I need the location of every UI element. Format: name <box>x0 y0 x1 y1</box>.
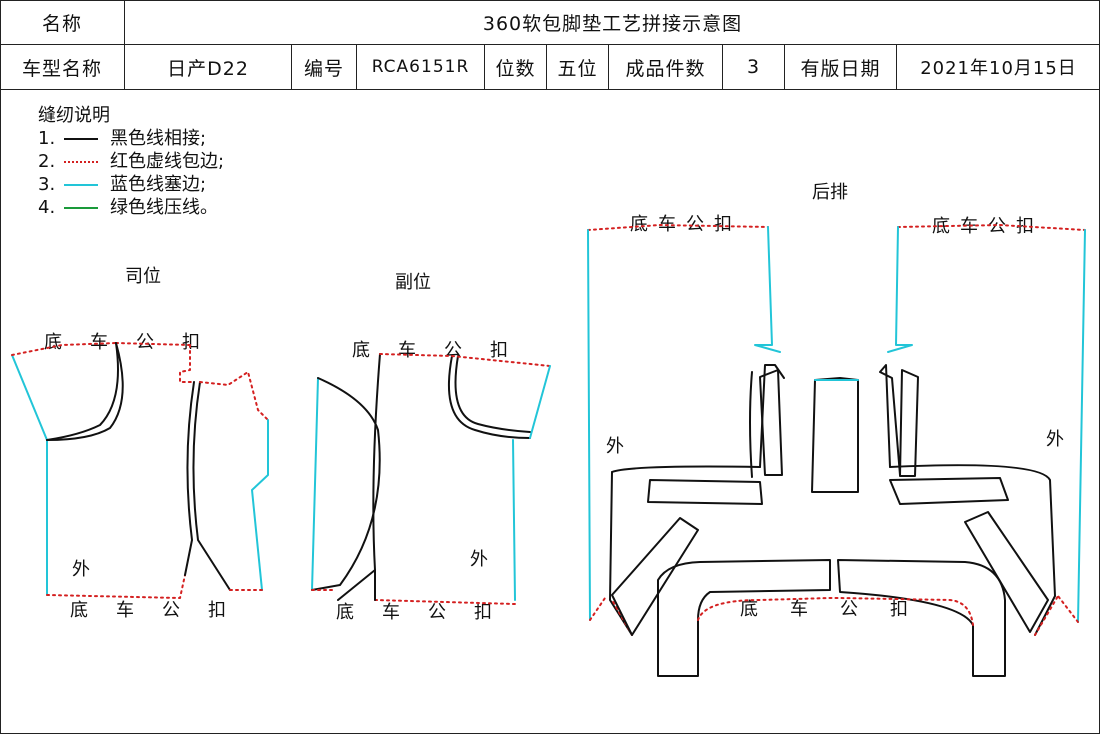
label-bottom-buckle: 底车公扣 <box>740 599 940 620</box>
header-seats-value: 五位 <box>547 45 609 90</box>
header-model-value: 日产D22 <box>125 45 292 90</box>
legend-num: 4. <box>38 197 56 218</box>
section-title-driver: 司位 <box>125 266 161 287</box>
green-line-swatch <box>64 206 98 209</box>
label-outside: 外 <box>1046 429 1064 450</box>
legend-text: 绿色线压线。 <box>110 197 218 218</box>
legend-item-red: 2. 红色虚线包边; <box>38 150 224 173</box>
cyan-line-swatch <box>64 183 98 186</box>
label-bottom-buckle: 底车公扣 <box>932 216 1044 237</box>
legend-item-cyan: 3. 蓝色线塞边; <box>38 173 224 196</box>
legend-num: 2. <box>38 151 56 172</box>
header-code-label: 编号 <box>292 45 357 90</box>
driver-left-piece <box>11 342 195 599</box>
passenger-left-piece <box>311 377 381 591</box>
header-pieces-label: 成品件数 <box>609 45 723 90</box>
black-line-swatch <box>64 137 98 140</box>
legend-text: 红色虚线包边; <box>110 151 225 172</box>
legend-title: 缝纫说明 <box>38 105 110 126</box>
header-model-label: 车型名称 <box>0 45 125 90</box>
label-outside: 外 <box>470 549 488 570</box>
driver-right-piece <box>192 371 269 591</box>
page-title: 360软包脚垫工艺拼接示意图 <box>125 0 1100 45</box>
rear-left-half <box>587 224 785 636</box>
section-title-passenger: 副位 <box>395 272 431 293</box>
legend-text: 黑色线相接; <box>110 128 207 149</box>
rear-center-strip <box>811 377 859 493</box>
header-seats-label: 位数 <box>485 45 547 90</box>
section-title-rear: 后排 <box>812 182 848 203</box>
header-date-value: 2021年10月15日 <box>897 45 1100 90</box>
label-bottom-buckle: 底车公扣 <box>352 340 536 361</box>
header-name-label: 名称 <box>0 0 125 45</box>
legend-text: 蓝色线塞边; <box>110 174 207 195</box>
label-bottom-buckle: 底车公扣 <box>630 214 742 235</box>
legend-num: 3. <box>38 174 56 195</box>
legend-item-green: 4. 绿色线压线。 <box>38 196 224 219</box>
passenger-center-piece <box>337 353 551 605</box>
header-pieces-value: 3 <box>723 45 785 90</box>
label-bottom-buckle: 底车公扣 <box>70 600 254 621</box>
legend-num: 1. <box>38 128 56 149</box>
header-code-value: RCA6151R <box>357 45 485 90</box>
red-dotted-swatch <box>64 160 98 163</box>
header-date-label: 有版日期 <box>785 45 897 90</box>
legend-item-black: 1. 黑色线相接; <box>38 127 224 150</box>
label-bottom-buckle: 底车公扣 <box>336 602 520 623</box>
sewing-legend: 缝纫说明 1. 黑色线相接; 2. 红色虚线包边; 3. 蓝色线塞边; 4. 绿… <box>38 104 224 219</box>
rear-right-half <box>879 224 1086 636</box>
label-outside: 外 <box>606 436 624 457</box>
label-outside: 外 <box>72 559 90 580</box>
rear-bottom-band <box>657 559 1006 677</box>
